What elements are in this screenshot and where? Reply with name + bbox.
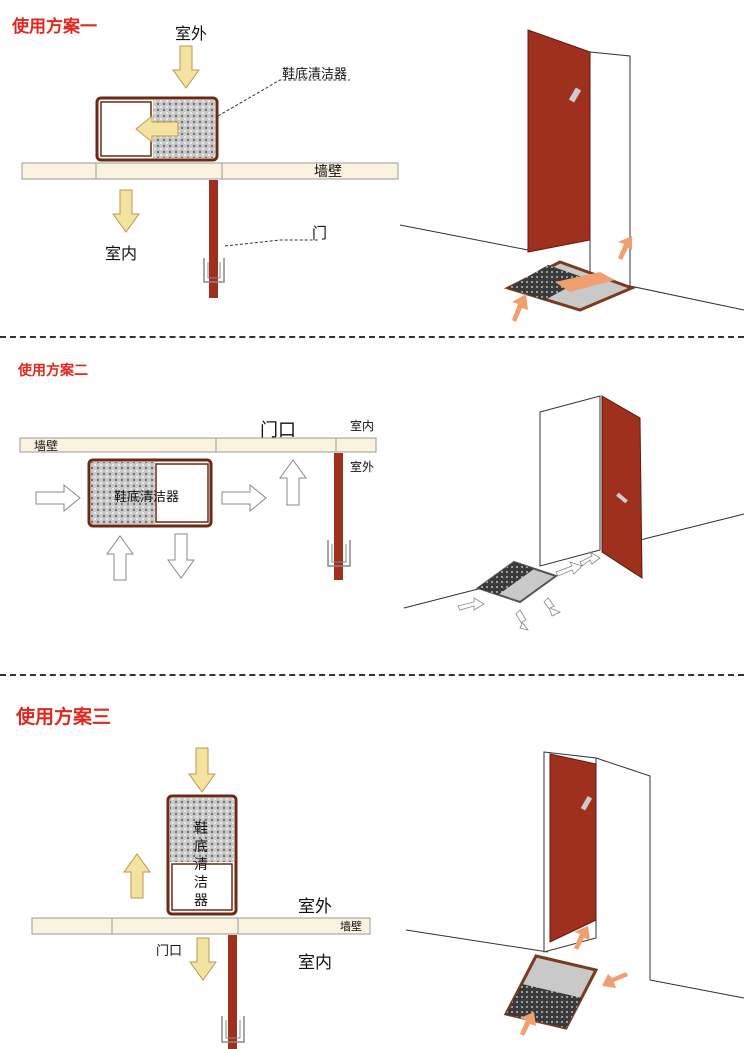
door — [334, 453, 343, 580]
scheme-2-title: 使用方案二 — [18, 363, 88, 379]
scheme-3-section: 使用方案三 — [0, 680, 744, 1049]
arrow-down-below — [167, 533, 195, 579]
label-cleaner: 鞋底清洁器 — [282, 67, 348, 82]
arrow-left — [135, 114, 179, 144]
arrow-3d-b — [602, 972, 628, 988]
arrow-3d-a — [512, 294, 528, 322]
arrow-3d-a — [574, 926, 590, 950]
scheme-2-section: 使用方案二 — [0, 340, 744, 670]
arrow-3d-c — [520, 1012, 536, 1036]
label-cleaner: 鞋底清洁器 — [114, 490, 180, 505]
label-indoor: 室内 — [105, 244, 138, 263]
arrow-down-top — [188, 747, 216, 793]
label-outdoor: 室外 — [175, 24, 208, 43]
door-3d — [527, 29, 591, 253]
label-cleaner-char-5: 器 — [194, 893, 208, 909]
door-3d — [601, 395, 643, 579]
scheme-3-3d-scene — [405, 751, 744, 1036]
scheme-3-title: 使用方案三 — [16, 706, 112, 728]
arrow-up-doorway — [279, 459, 307, 506]
arrow-up-left — [123, 853, 151, 899]
arrow-down-indoor — [112, 189, 140, 233]
label-wall: 墙壁 — [34, 439, 59, 453]
scheme-2-3d-scene — [403, 395, 744, 631]
arrow-up-below — [106, 535, 134, 581]
arrow-right-in — [35, 483, 81, 513]
arrow-down-outdoor — [172, 45, 200, 89]
door — [228, 935, 237, 1049]
scheme-2-plan-diagram — [19, 395, 744, 631]
label-indoor: 室内 — [298, 953, 332, 973]
label-outdoor: 室外 — [350, 460, 375, 474]
label-cleaner-char-4: 洁 — [194, 875, 208, 891]
scheme-1-plan-diagram — [21, 29, 744, 322]
wall-bar — [31, 917, 371, 935]
label-indoor: 室内 — [350, 419, 375, 433]
label-door: 门 — [312, 224, 328, 242]
scheme-1-section: 使用方案一 — [0, 0, 744, 335]
scheme-3-plan-diagram — [31, 747, 744, 1049]
arrow-down-indoor — [189, 937, 217, 981]
label-cleaner-char-1: 鞋 — [194, 821, 208, 837]
door — [209, 180, 218, 298]
label-doorway: 门口 — [260, 420, 296, 441]
scheme-1-title: 使用方案一 — [12, 17, 97, 37]
label-cleaner-char-3: 清 — [194, 857, 208, 873]
divider-1 — [0, 336, 744, 338]
arrow-right-out — [221, 483, 267, 513]
scheme-1-3d-scene — [399, 29, 744, 322]
label-outdoor: 室外 — [298, 897, 332, 917]
arrow-3d-b — [618, 236, 632, 260]
wall-bar — [19, 437, 377, 453]
label-wall: 墙壁 — [340, 920, 362, 933]
label-wall: 墙壁 — [314, 164, 342, 180]
label-doorway: 门口 — [156, 944, 183, 959]
door-3d — [549, 753, 597, 943]
wall-bar — [21, 162, 399, 180]
divider-2 — [0, 674, 744, 676]
label-cleaner-char-2: 底 — [194, 839, 208, 855]
